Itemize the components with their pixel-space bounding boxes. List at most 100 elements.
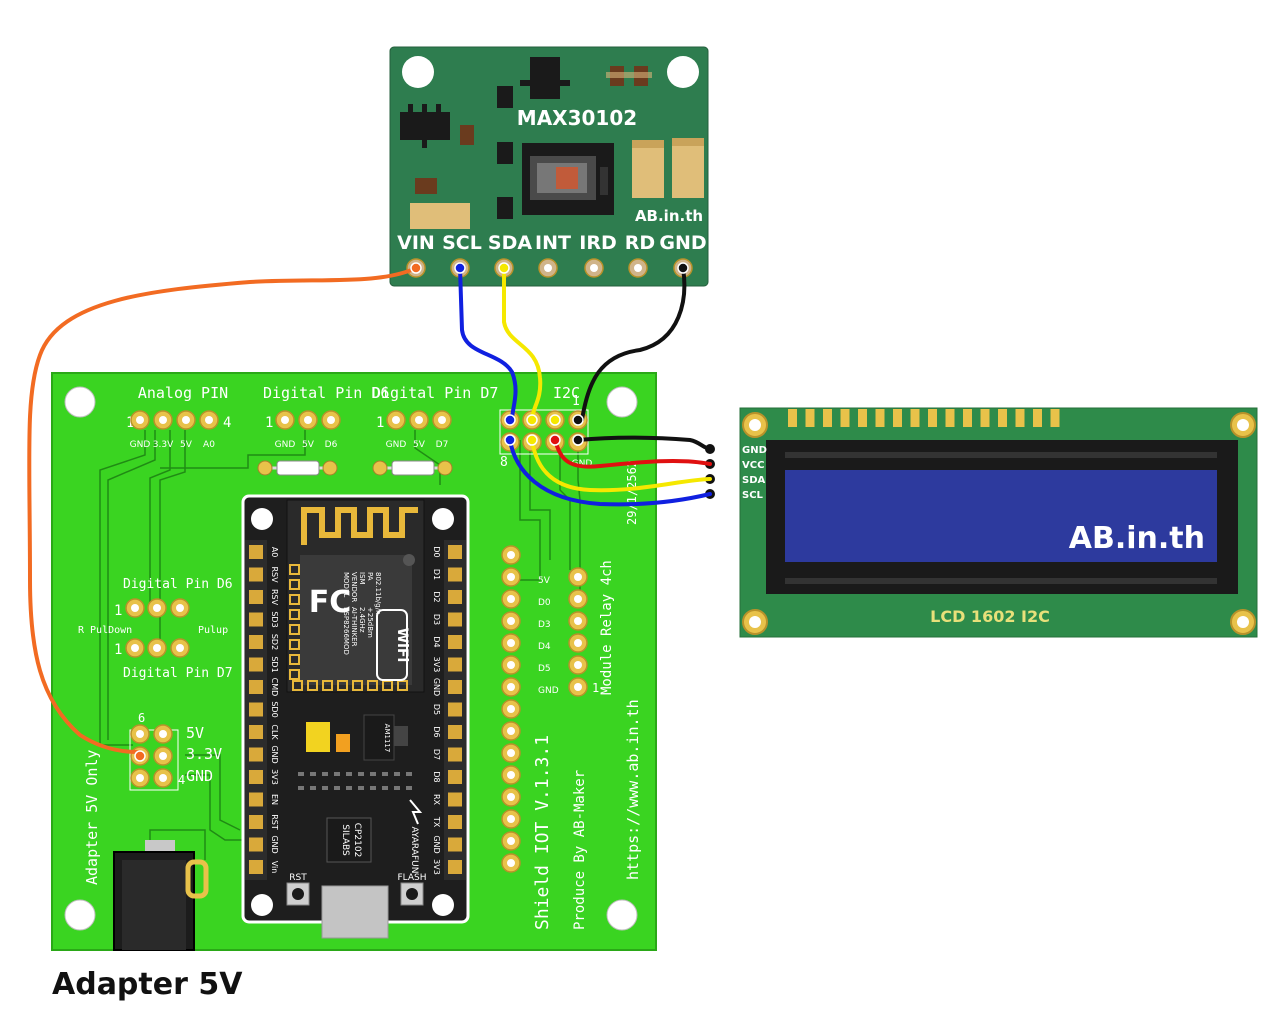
nodemcu-right-pin-label: D8 bbox=[432, 771, 441, 782]
left-d6-num: 1 bbox=[114, 603, 122, 619]
lcd-header-pad bbox=[1050, 409, 1060, 427]
relay-pin-2 bbox=[568, 589, 588, 609]
nodemcu-left-pin bbox=[249, 747, 263, 762]
breakout-pin-4 bbox=[501, 611, 521, 631]
sensor-pin-label-scl: SCL bbox=[442, 232, 482, 254]
esp-module-line-label: ISM bbox=[358, 572, 366, 585]
nodemcu-right-pin bbox=[448, 567, 462, 582]
esp-module-line-label: 802.11b/g/n bbox=[374, 572, 382, 615]
power-pin-left-1 bbox=[130, 724, 150, 744]
lcd-i2c-pin-label: SDA bbox=[742, 475, 766, 486]
breakout-pin-15 bbox=[501, 853, 521, 873]
d7-header-title: Digital Pin D7 bbox=[372, 384, 498, 402]
mount-hole bbox=[402, 56, 434, 88]
smd-part bbox=[322, 772, 328, 776]
analog-sub-5v: 5V bbox=[180, 440, 193, 450]
nodemcu-left-pin-label: RSV bbox=[270, 589, 279, 606]
nodemcu-right-pin-label: D1 bbox=[432, 569, 441, 580]
smd-part bbox=[346, 786, 352, 790]
micro-usb-port bbox=[321, 885, 389, 939]
esp-pad bbox=[292, 680, 303, 691]
power-pin-left-3 bbox=[130, 768, 150, 788]
pullup-label: Pulup bbox=[198, 625, 228, 636]
analog-pin-3 bbox=[176, 410, 196, 430]
breakout-pin-7 bbox=[501, 677, 521, 697]
nodemcu-right-pin-label: 3V3 bbox=[432, 657, 441, 673]
relay-pin-header bbox=[568, 567, 588, 697]
nodemcu-left-pin bbox=[249, 815, 263, 829]
lcd-header-pad bbox=[858, 409, 867, 427]
esp-module-text: MODELESP8266MODVENDORAI-THINKERISM2.4GHz… bbox=[342, 572, 382, 655]
i2c-header-num-top: 1 bbox=[572, 394, 580, 409]
nodemcu-left-pin bbox=[249, 770, 263, 784]
breakout-pin-6 bbox=[501, 655, 521, 675]
sensor-pin-rd bbox=[628, 258, 648, 278]
left-d7-title: Digital Pin D7 bbox=[123, 666, 233, 681]
breakout-pin-5 bbox=[501, 633, 521, 653]
smd-part bbox=[406, 786, 412, 790]
nodemcu-left-pin bbox=[249, 657, 263, 672]
breakout-pin-11 bbox=[501, 765, 521, 785]
nodemcu-left-pin-label: GND bbox=[270, 745, 279, 763]
nodemcu-right-pin-label: D6 bbox=[432, 726, 441, 737]
relay-pin-label-5v: 5V bbox=[538, 576, 551, 586]
relay-title: Module Relay 4ch bbox=[599, 560, 615, 695]
analog-pin-2 bbox=[153, 410, 173, 430]
analog-pin-1 bbox=[130, 410, 150, 430]
wire-vin bbox=[27, 266, 418, 754]
d7-header-num: 1 bbox=[376, 415, 384, 431]
sensor-pin-label-ird: IRD bbox=[579, 232, 616, 254]
power-gnd: GND bbox=[186, 767, 213, 785]
esp-pad bbox=[289, 609, 300, 620]
wire-end bbox=[504, 414, 516, 426]
smd-part bbox=[370, 772, 376, 776]
nodemcu-left-pin bbox=[249, 545, 263, 559]
nodemcu-left-pin bbox=[249, 725, 263, 739]
left-d7-pin-1 bbox=[125, 638, 145, 658]
wire-end bbox=[572, 414, 584, 426]
esp-pad bbox=[289, 564, 300, 575]
smd-part bbox=[358, 786, 364, 790]
wire-end bbox=[549, 434, 561, 446]
shield-producer: Produce By AB-Maker bbox=[572, 770, 588, 930]
relay-pin-label-d3: D3 bbox=[538, 620, 551, 630]
analog-sub-gnd: GND bbox=[130, 440, 151, 450]
nodemcu-right-pin-label: D0 bbox=[432, 546, 441, 557]
left-d7-num: 1 bbox=[114, 642, 122, 658]
nodemcu-right-pin bbox=[448, 612, 462, 627]
d7-pin-header bbox=[386, 410, 452, 430]
d6-pin-header bbox=[275, 410, 341, 430]
power-pin-right-1 bbox=[153, 724, 173, 744]
nodemcu-left-pin-label: RSV bbox=[270, 566, 279, 583]
wire-end bbox=[134, 750, 146, 762]
chip-line-2: CP2102 bbox=[352, 823, 362, 858]
usb-uart-chip bbox=[326, 817, 372, 863]
wire-lcd-scl bbox=[508, 438, 712, 507]
nodemcu-left-pins bbox=[249, 545, 263, 874]
board-brand: AYARAFUN bbox=[409, 827, 419, 874]
nodemcu-right-pin bbox=[448, 545, 462, 559]
wire-lcd-sda bbox=[530, 438, 712, 493]
lcd-header-pad bbox=[840, 409, 850, 427]
lcd-top-header bbox=[788, 409, 1060, 427]
analog-sub-a0: A0 bbox=[203, 440, 215, 450]
pcb-traces bbox=[99, 430, 581, 860]
smd-part bbox=[322, 786, 328, 790]
power-pin-header bbox=[130, 724, 173, 788]
nodemcu-left-pin-label: SD3 bbox=[270, 611, 279, 627]
breakout-pin-2 bbox=[501, 567, 521, 587]
wire-end bbox=[549, 414, 561, 426]
power-3v3: 3.3V bbox=[186, 745, 222, 763]
d6-pin-2 bbox=[298, 410, 318, 430]
nodemcu-right-pin bbox=[448, 702, 462, 717]
lcd-header-pad bbox=[805, 409, 815, 427]
nodemcu-right-pin bbox=[448, 635, 462, 649]
breakout-pin-1 bbox=[501, 545, 521, 565]
d6-pin-3 bbox=[321, 410, 341, 430]
mount-hole bbox=[432, 894, 454, 916]
nodemcu-right-pin bbox=[448, 680, 462, 694]
wire-gnd bbox=[580, 266, 687, 422]
gpio-breakout-column bbox=[501, 545, 521, 873]
